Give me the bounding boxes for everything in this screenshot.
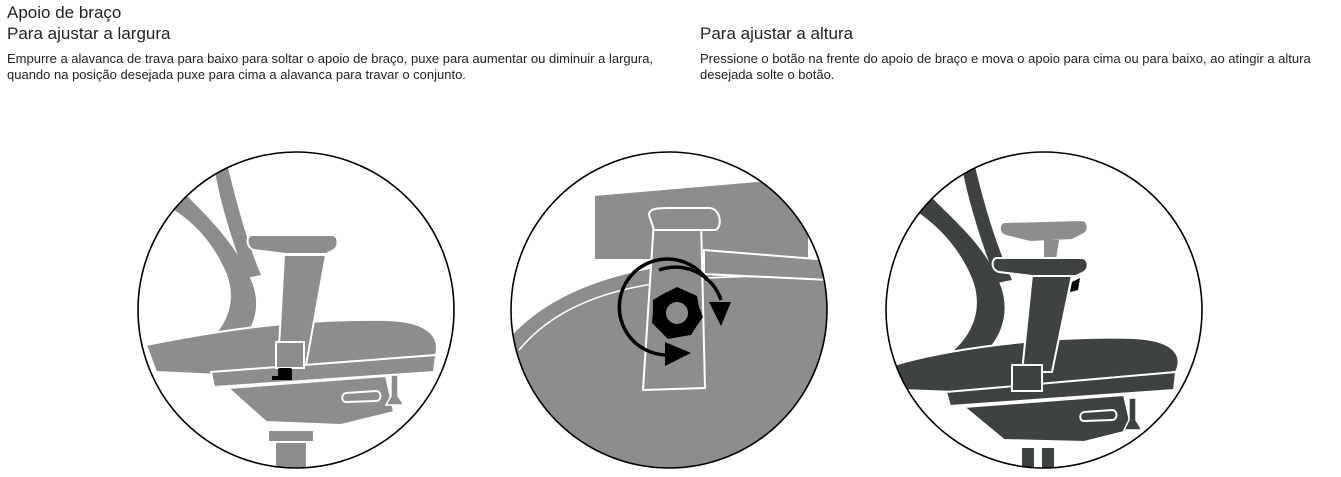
armrest-cap-shape xyxy=(647,207,721,231)
chair-backrest-frame-shape xyxy=(962,162,1012,283)
armrest-raised-post-shape xyxy=(1044,240,1059,260)
chair-column-right-shape xyxy=(1042,448,1054,468)
chair-height-illustration xyxy=(885,151,1203,469)
knob-closeup-illustration xyxy=(510,151,828,469)
rotation-arrowhead-right-icon xyxy=(709,302,731,326)
chair-backrest-shape xyxy=(166,195,257,360)
armrest-lock-lever-icon xyxy=(278,368,292,378)
illustration-knob-closeup xyxy=(509,150,829,477)
section-height-text: Pressione o botão na frente do apoio de … xyxy=(700,51,1311,82)
chair-seat-lever-icon xyxy=(1079,408,1118,423)
chair-tilt-knob-icon xyxy=(1122,397,1144,431)
section-width: Para ajustar a largura Empurre a alavanc… xyxy=(7,23,657,83)
armrest-raised-pad-shape xyxy=(998,218,1089,244)
armrest-lock-lever-base-icon xyxy=(272,376,292,380)
illustration-width-lever xyxy=(136,150,456,477)
chair-side-view-illustration xyxy=(137,151,455,469)
chair-mechanism-shape xyxy=(961,393,1134,444)
armrest-pad-shape xyxy=(991,257,1089,277)
chair-seat-edge-shape xyxy=(209,353,438,389)
armrest-height-button-icon xyxy=(1070,278,1080,292)
illustration-frame xyxy=(137,151,455,469)
chair-tilt-knob-icon xyxy=(384,374,406,406)
armrest-sleeve-shape xyxy=(1011,364,1043,392)
armrest-sleeve-shape xyxy=(275,341,305,369)
chair-column-cap-shape xyxy=(267,429,315,443)
armrest-bracket-shape xyxy=(703,248,827,282)
section-height: Para ajustar a altura Pressione o botão … xyxy=(700,23,1340,83)
chair-backrest-shape xyxy=(912,198,1005,370)
chair-column-left-shape xyxy=(1022,448,1034,468)
chair-mechanism-shape xyxy=(225,374,396,427)
page-title: Apoio de braço xyxy=(7,3,122,22)
armrest-pad-shape xyxy=(246,234,339,255)
section-width-text: Empurre a alavanca de trava para baixo p… xyxy=(7,51,654,82)
adjustment-knob-icon xyxy=(652,287,703,339)
illustration-height-adjust xyxy=(884,150,1204,477)
rotation-arrow-left-icon xyxy=(617,257,709,357)
rotation-arrowhead-bottom-icon xyxy=(665,342,691,366)
section-width-title: Para ajustar a largura xyxy=(7,24,171,43)
illustration-frame xyxy=(510,151,828,469)
chair-seat-lever-icon xyxy=(341,389,382,404)
section-height-title: Para ajustar a altura xyxy=(700,24,854,43)
chair-backrest-frame-shape xyxy=(214,160,261,278)
chair-seat-edge-shape xyxy=(944,370,1178,408)
rotation-arrow-right-icon xyxy=(658,265,723,301)
illustration-frame xyxy=(885,151,1203,469)
